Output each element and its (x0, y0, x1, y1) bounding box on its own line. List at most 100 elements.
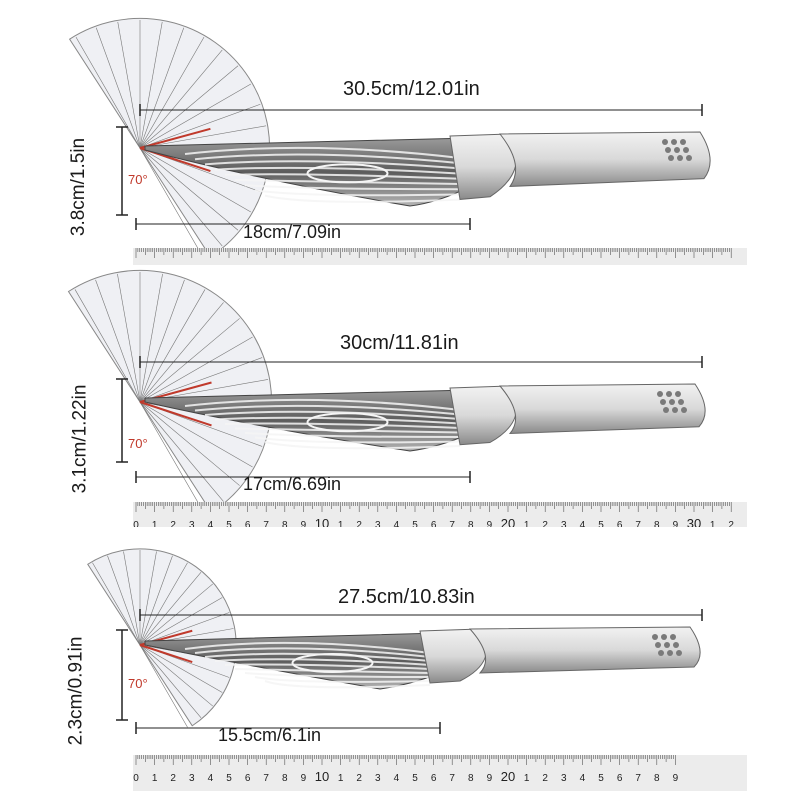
handle-dimple (686, 155, 692, 161)
handle-dimple (666, 391, 672, 397)
protractor-ray (139, 65, 239, 149)
ruler-number: 7 (449, 520, 455, 527)
ruler-number: 6 (617, 520, 623, 527)
damascus-pattern-line (184, 146, 461, 159)
ruler-number: 6 (431, 520, 437, 527)
ruler-number: 9 (673, 773, 679, 784)
handle-dimple (662, 139, 668, 145)
protractor-ray (107, 555, 141, 646)
protractor-ray (139, 147, 205, 260)
ruler-number: 8 (468, 520, 474, 527)
ruler-number: 3 (189, 520, 195, 527)
ruler-number: 8 (468, 773, 474, 784)
protractor (68, 17, 271, 260)
ruler-number: 2 (170, 773, 176, 784)
protractor-ray (139, 49, 223, 149)
ruler-number: 3 (561, 520, 567, 527)
ruler-number: 2 (728, 520, 734, 527)
blade-height-label: 2.3cm/0.91in (65, 636, 87, 746)
ruler-number: 1 (152, 773, 158, 784)
angle-label: 70° (128, 172, 148, 187)
protractor-ray (139, 644, 202, 718)
handle (498, 383, 706, 435)
ruler-number: 6 (431, 773, 437, 784)
protractor-ray (139, 401, 240, 486)
blade-height-label: 3.8cm/1.5in (68, 137, 90, 237)
damascus-pattern-line (214, 416, 461, 425)
protractor (67, 269, 273, 515)
protractor-ray (139, 583, 213, 646)
handle-dimple (663, 407, 669, 413)
handle-dimple (671, 139, 677, 145)
damascus-pattern-line (264, 441, 461, 450)
protractor-ray (139, 289, 206, 403)
ruler-number: 1 (338, 773, 344, 784)
ruler-number: 2 (542, 773, 548, 784)
ruler-number: 9 (487, 520, 493, 527)
handle-dimple (678, 399, 684, 405)
damascus-pattern-line (194, 153, 461, 165)
protractor-ray (139, 644, 213, 707)
protractor-ray (139, 612, 230, 646)
ruler-number: 9 (487, 773, 493, 784)
ruler (133, 502, 747, 527)
ruler-number: 3 (561, 773, 567, 784)
ruler-number: 30 (687, 262, 701, 265)
blade-length-label: 17cm/6.69in (243, 474, 342, 494)
handle-dimple (657, 391, 663, 397)
ruler (133, 755, 747, 791)
total-length-label: 27.5cm/10.83in (338, 586, 475, 608)
protractor-ray (139, 401, 253, 468)
ruler-number: 3 (189, 773, 195, 784)
ruler-number: 20 (501, 262, 515, 265)
ruler-number: 10 (315, 262, 329, 265)
ruler-number: 8 (282, 773, 288, 784)
protractor-ray (139, 572, 202, 646)
handle-dimple (681, 407, 687, 413)
damascus-pattern-line (224, 422, 461, 429)
damascus-pattern-line (184, 398, 461, 411)
protractor-ray (139, 147, 239, 231)
ruler-number: 5 (412, 773, 418, 784)
ruler-number: 8 (654, 520, 660, 527)
handle-dimple (680, 139, 686, 145)
ruler-number: 1 (710, 520, 716, 527)
ruler-number: 3 (375, 520, 381, 527)
damascus-pattern-line (194, 647, 431, 658)
ruler-number: 4 (394, 520, 400, 527)
protractor-ray (139, 125, 267, 149)
damascus-pattern-line (204, 652, 431, 662)
damascus-pattern-line (214, 658, 431, 666)
ruler-number: 20 (501, 516, 515, 527)
damascus-pattern-line (244, 432, 461, 438)
ruler-number: 4 (394, 773, 400, 784)
handle-dimple (677, 155, 683, 161)
handle-dimple (652, 634, 658, 640)
handle-dimple (683, 147, 689, 153)
protractor-ray (139, 401, 224, 502)
protractor-ray (139, 147, 223, 247)
ruler-number: 6 (617, 773, 623, 784)
handle (498, 131, 711, 187)
blade-length-label: 18cm/7.09in (243, 222, 342, 242)
ruler-number: 8 (654, 773, 660, 784)
ruler-number: 2 (356, 520, 362, 527)
ruler-number: 4 (208, 520, 214, 527)
protractor-ray (117, 273, 141, 403)
ruler-number: 2 (356, 773, 362, 784)
damascus-pattern-line (254, 676, 431, 683)
damascus-pattern-line (264, 680, 431, 689)
handle-dimple (673, 642, 679, 648)
ruler-number: 7 (635, 520, 641, 527)
handle-dimple (661, 634, 667, 640)
handle-dimple (664, 642, 670, 648)
total-length-label: 30cm/11.81in (340, 332, 459, 354)
angle-line-upper (139, 127, 211, 149)
protractor-ray (139, 147, 252, 213)
handle-dimple (665, 147, 671, 153)
ruler-number: 6 (245, 520, 251, 527)
ruler-number: 2 (170, 520, 176, 527)
